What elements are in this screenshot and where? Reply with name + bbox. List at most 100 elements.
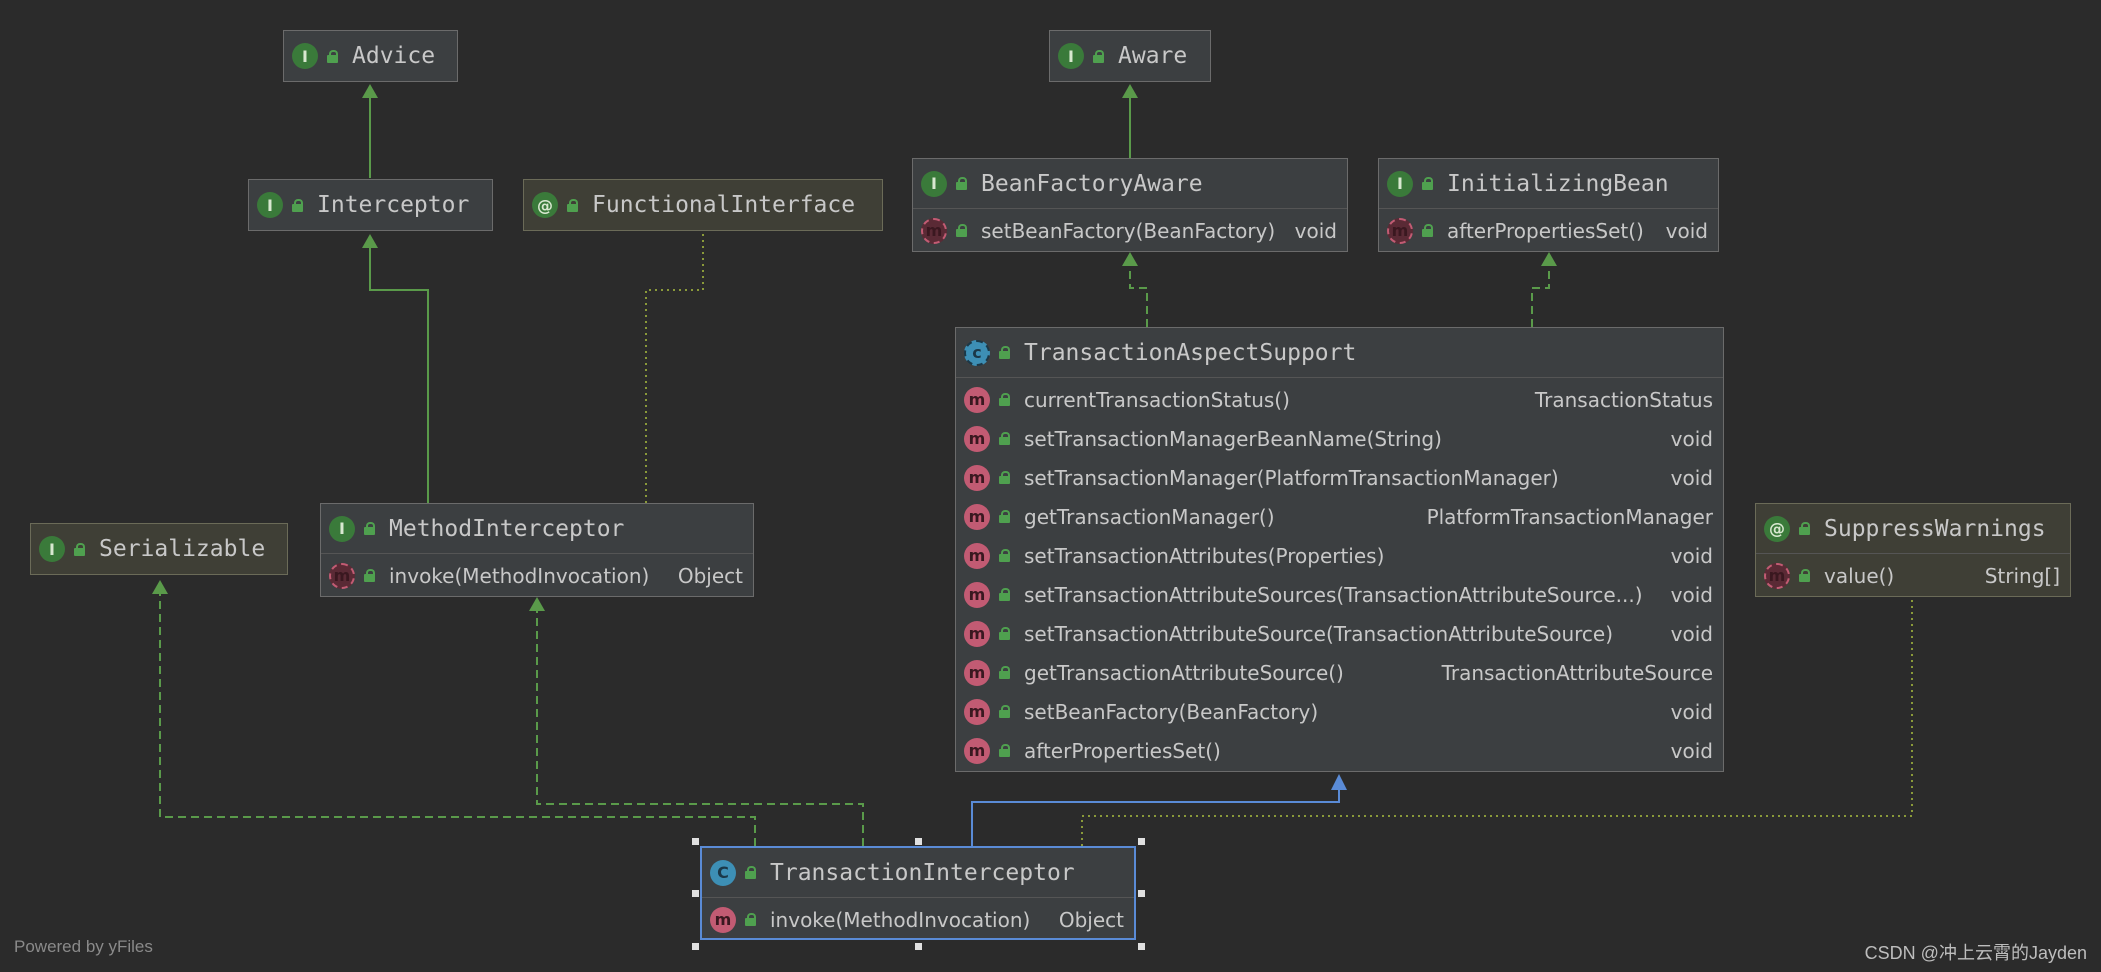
- edge-tas-implements-initializingbean: [1531, 252, 1557, 327]
- member-row[interactable]: m setBeanFactory(BeanFactory) void: [913, 211, 1347, 250]
- method-icon: m: [964, 698, 990, 725]
- member-row[interactable]: m invoke(MethodInvocation) Object: [702, 900, 1134, 939]
- member-row[interactable]: m invoke(MethodInvocation) Object: [321, 556, 753, 595]
- member-row[interactable]: m afterPropertiesSet() void: [1379, 211, 1718, 250]
- node-title: Serializable: [99, 536, 266, 562]
- member-type: void: [1670, 543, 1713, 568]
- member-list: m value() String[]: [1756, 554, 2070, 595]
- node-header: c TransactionAspectSupport: [956, 328, 1723, 378]
- node-serializable[interactable]: I Serializable: [30, 523, 288, 575]
- selection-handle[interactable]: [1138, 838, 1145, 845]
- public-lock-icon: [567, 198, 578, 212]
- public-lock-icon: [999, 346, 1010, 359]
- member-name: setTransactionAttributeSource(Transactio…: [1024, 621, 1614, 646]
- member-name: setTransactionManagerBeanName(String): [1024, 426, 1442, 451]
- method-icon: m: [964, 581, 990, 608]
- member-name: afterPropertiesSet(): [1024, 738, 1221, 763]
- public-lock-icon: [999, 510, 1010, 523]
- selection-handle[interactable]: [692, 943, 699, 950]
- node-title: MethodInterceptor: [389, 515, 625, 542]
- node-interceptor[interactable]: I Interceptor: [248, 179, 493, 231]
- selection-handle[interactable]: [692, 838, 699, 845]
- node-header: I Serializable: [31, 524, 287, 574]
- member-type: void: [1294, 218, 1337, 243]
- member-list: m currentTransactionStatus() Transaction…: [956, 378, 1723, 770]
- node-initializingbean[interactable]: I InitializingBean m afterPropertiesSet(…: [1378, 158, 1719, 252]
- node-header: I Aware: [1050, 31, 1210, 81]
- node-functionalinterface[interactable]: @ FunctionalInterface: [523, 179, 883, 231]
- public-lock-icon: [1799, 522, 1810, 535]
- node-header: @ FunctionalInterface: [524, 180, 882, 230]
- public-lock-icon: [999, 705, 1010, 718]
- public-lock-icon: [745, 913, 756, 926]
- selection-handle[interactable]: [915, 943, 922, 950]
- member-row[interactable]: m getTransactionAttributeSource() Transa…: [956, 653, 1723, 692]
- node-header: I Interceptor: [249, 180, 492, 230]
- node-transactioninterceptor[interactable]: C TransactionInterceptor m invoke(Method…: [700, 846, 1136, 940]
- member-row[interactable]: m afterPropertiesSet() void: [956, 731, 1723, 770]
- member-row[interactable]: m setTransactionManagerBeanName(String) …: [956, 419, 1723, 458]
- interface-badge-icon: I: [292, 43, 318, 69]
- powered-by-label: Powered by yFiles: [14, 937, 153, 956]
- node-methodinterceptor[interactable]: I MethodInterceptor m invoke(MethodInvoc…: [320, 503, 754, 597]
- member-type: void: [1670, 738, 1713, 763]
- member-type: Object: [677, 563, 743, 588]
- member-name: currentTransactionStatus(): [1024, 387, 1290, 412]
- abstract-method-icon: m: [1764, 562, 1790, 589]
- class-badge-icon: C: [710, 859, 736, 886]
- member-name: afterPropertiesSet(): [1447, 218, 1644, 243]
- member-name: setTransactionAttributeSources(Transacti…: [1024, 582, 1643, 607]
- node-header: @ SuppressWarnings: [1756, 504, 2070, 554]
- public-lock-icon: [74, 542, 85, 556]
- public-lock-icon: [956, 177, 967, 190]
- node-advice[interactable]: I Advice: [283, 30, 458, 82]
- node-title: TransactionAspectSupport: [1024, 339, 1357, 366]
- node-beanfactoryaware[interactable]: I BeanFactoryAware m setBeanFactory(Bean…: [912, 158, 1348, 252]
- member-row[interactable]: m currentTransactionStatus() Transaction…: [956, 380, 1723, 419]
- public-lock-icon: [956, 224, 967, 237]
- node-aware[interactable]: I Aware: [1049, 30, 1211, 82]
- member-row[interactable]: m setBeanFactory(BeanFactory) void: [956, 692, 1723, 731]
- member-type: void: [1670, 582, 1713, 607]
- member-type: PlatformTransactionManager: [1426, 504, 1713, 529]
- node-header: I BeanFactoryAware: [913, 159, 1347, 209]
- edge-ti-extends-transactionaspectsupport: [971, 774, 1347, 846]
- public-lock-icon: [999, 744, 1010, 757]
- node-suppresswarnings[interactable]: @ SuppressWarnings m value() String[]: [1755, 503, 2071, 597]
- public-lock-icon: [364, 522, 375, 535]
- node-header: C TransactionInterceptor: [702, 848, 1134, 898]
- abstract-class-badge-icon: c: [964, 339, 990, 366]
- member-name: value(): [1824, 563, 1895, 588]
- member-row[interactable]: m getTransactionManager() PlatformTransa…: [956, 497, 1723, 536]
- method-icon: m: [964, 542, 990, 569]
- member-type: void: [1670, 465, 1713, 490]
- node-transactionaspectsupport[interactable]: c TransactionAspectSupport m currentTran…: [955, 327, 1724, 772]
- member-row[interactable]: m setTransactionAttributeSource(Transact…: [956, 614, 1723, 653]
- annotation-badge-icon: @: [1764, 515, 1790, 542]
- edge-beanfactoryaware-extends-aware: [1122, 84, 1138, 158]
- node-title: SuppressWarnings: [1824, 515, 2046, 542]
- selection-handle[interactable]: [692, 890, 699, 897]
- interface-badge-icon: I: [921, 170, 947, 197]
- member-name: invoke(MethodInvocation): [389, 563, 650, 588]
- member-type: void: [1670, 621, 1713, 646]
- public-lock-icon: [292, 198, 303, 212]
- member-list: m invoke(MethodInvocation) Object: [702, 898, 1134, 939]
- member-row[interactable]: m value() String[]: [1756, 556, 2070, 595]
- node-title: Advice: [352, 43, 436, 69]
- selection-handle[interactable]: [915, 838, 922, 845]
- member-type: void: [1670, 426, 1713, 451]
- selection-handle[interactable]: [1138, 890, 1145, 897]
- public-lock-icon: [745, 866, 756, 879]
- public-lock-icon: [999, 432, 1010, 445]
- member-list: m invoke(MethodInvocation) Object: [321, 554, 753, 595]
- member-row[interactable]: m setTransactionAttributeSources(Transac…: [956, 575, 1723, 614]
- selection-handle[interactable]: [1138, 943, 1145, 950]
- interface-badge-icon: I: [257, 192, 283, 218]
- member-name: setBeanFactory(BeanFactory): [981, 218, 1276, 243]
- node-header: I Advice: [284, 31, 457, 81]
- member-row[interactable]: m setTransactionManager(PlatformTransact…: [956, 458, 1723, 497]
- edge-ti-implements-serializable: [152, 580, 756, 846]
- member-row[interactable]: m setTransactionAttributes(Properties) v…: [956, 536, 1723, 575]
